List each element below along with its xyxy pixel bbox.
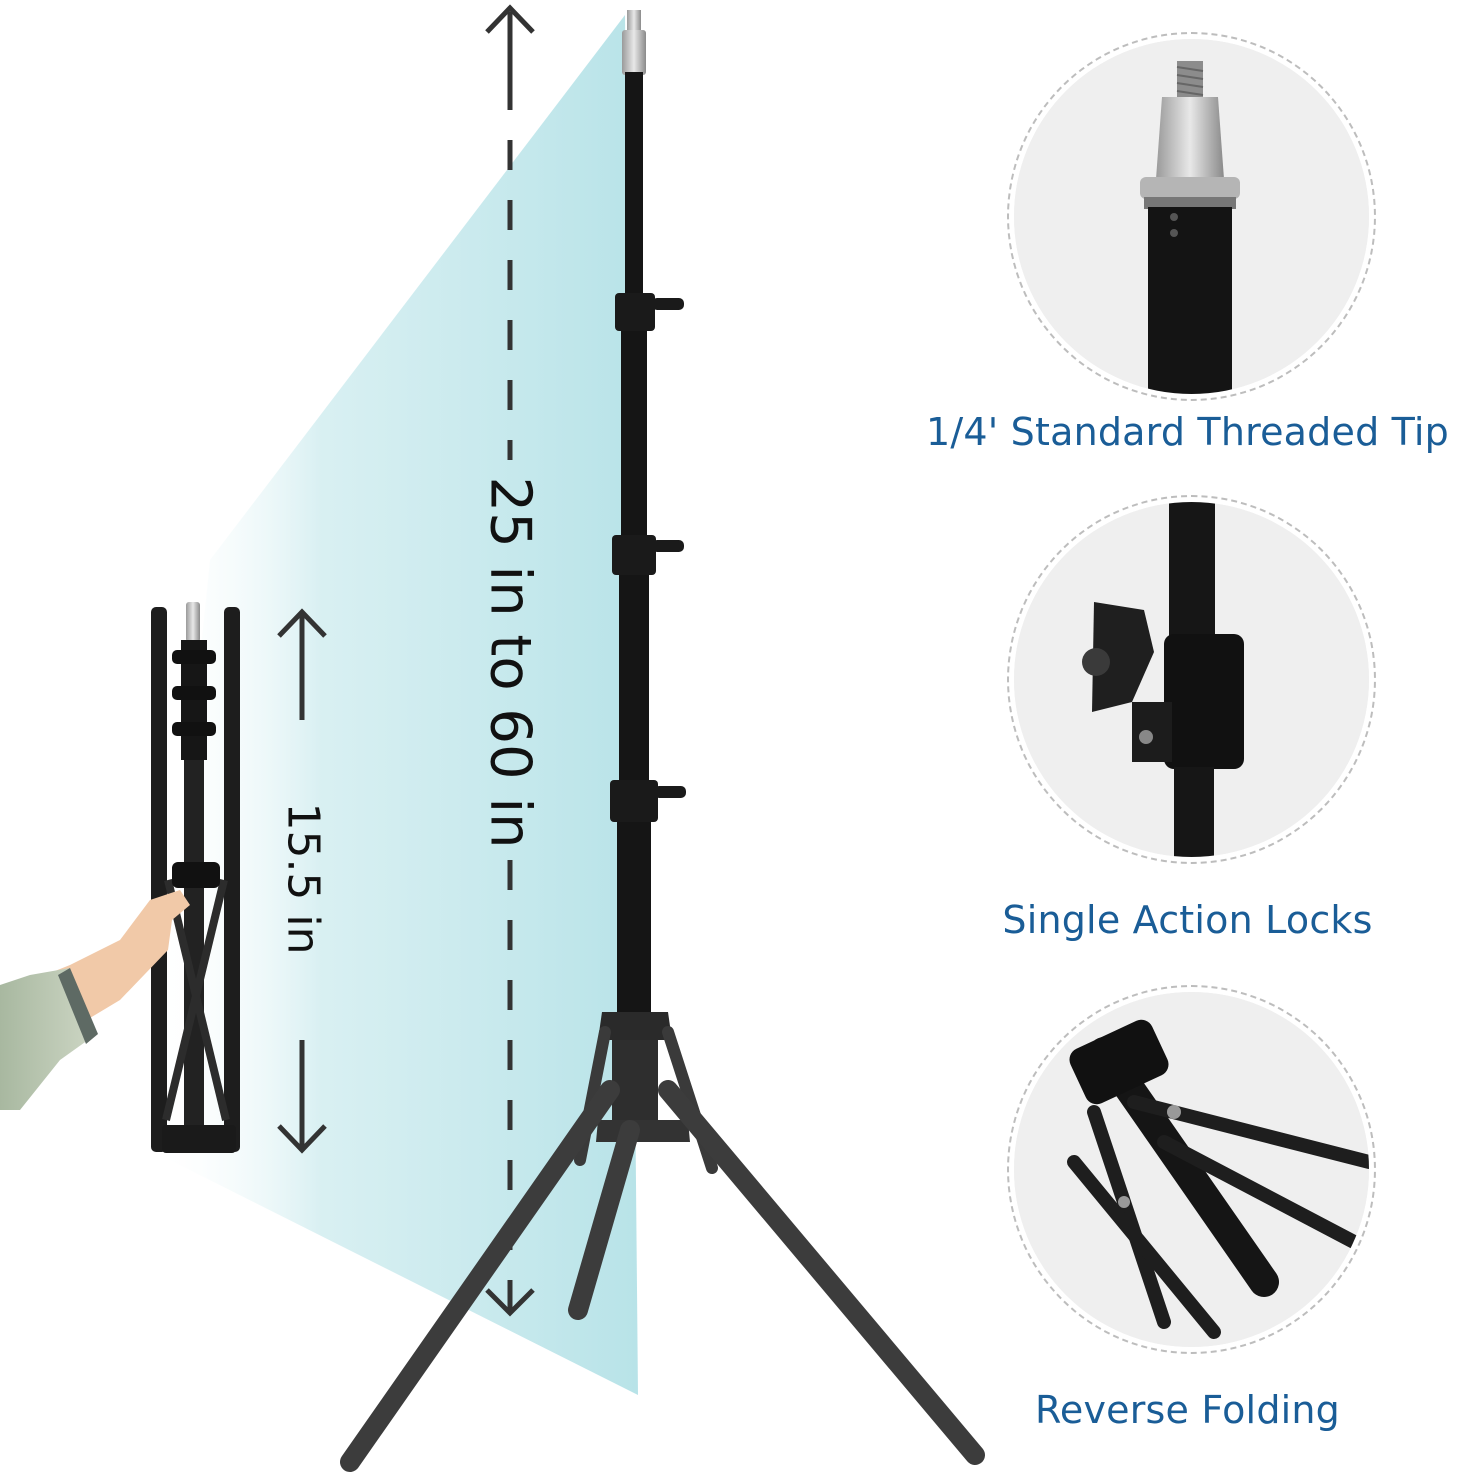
threaded-tip-photo-icon [1014,39,1369,394]
extended-stand [340,10,985,1472]
lock-knob-photo-icon [1014,502,1369,857]
folded-height-label: 15.5 in [277,802,329,955]
folding-legs-photo-icon [1014,992,1369,1347]
feature-ring-locks [1007,495,1376,864]
folded-stand [151,602,240,1153]
folded-height-arrow [277,608,327,1154]
feature-ring-threaded-tip [1007,32,1376,401]
feature-label-threaded-tip: 1/4' Standard Threaded Tip [925,410,1449,454]
height-highlight [150,15,638,1395]
extended-height-arrow [485,4,535,1317]
feature-ring-folding [1007,985,1376,1354]
feature-label-folding: Reverse Folding [1034,1388,1340,1432]
hand-holding-stand [0,890,190,1110]
feature-label-locks: Single Action Locks [1002,898,1373,942]
extended-height-label: 25 in to 60 in [477,476,543,849]
